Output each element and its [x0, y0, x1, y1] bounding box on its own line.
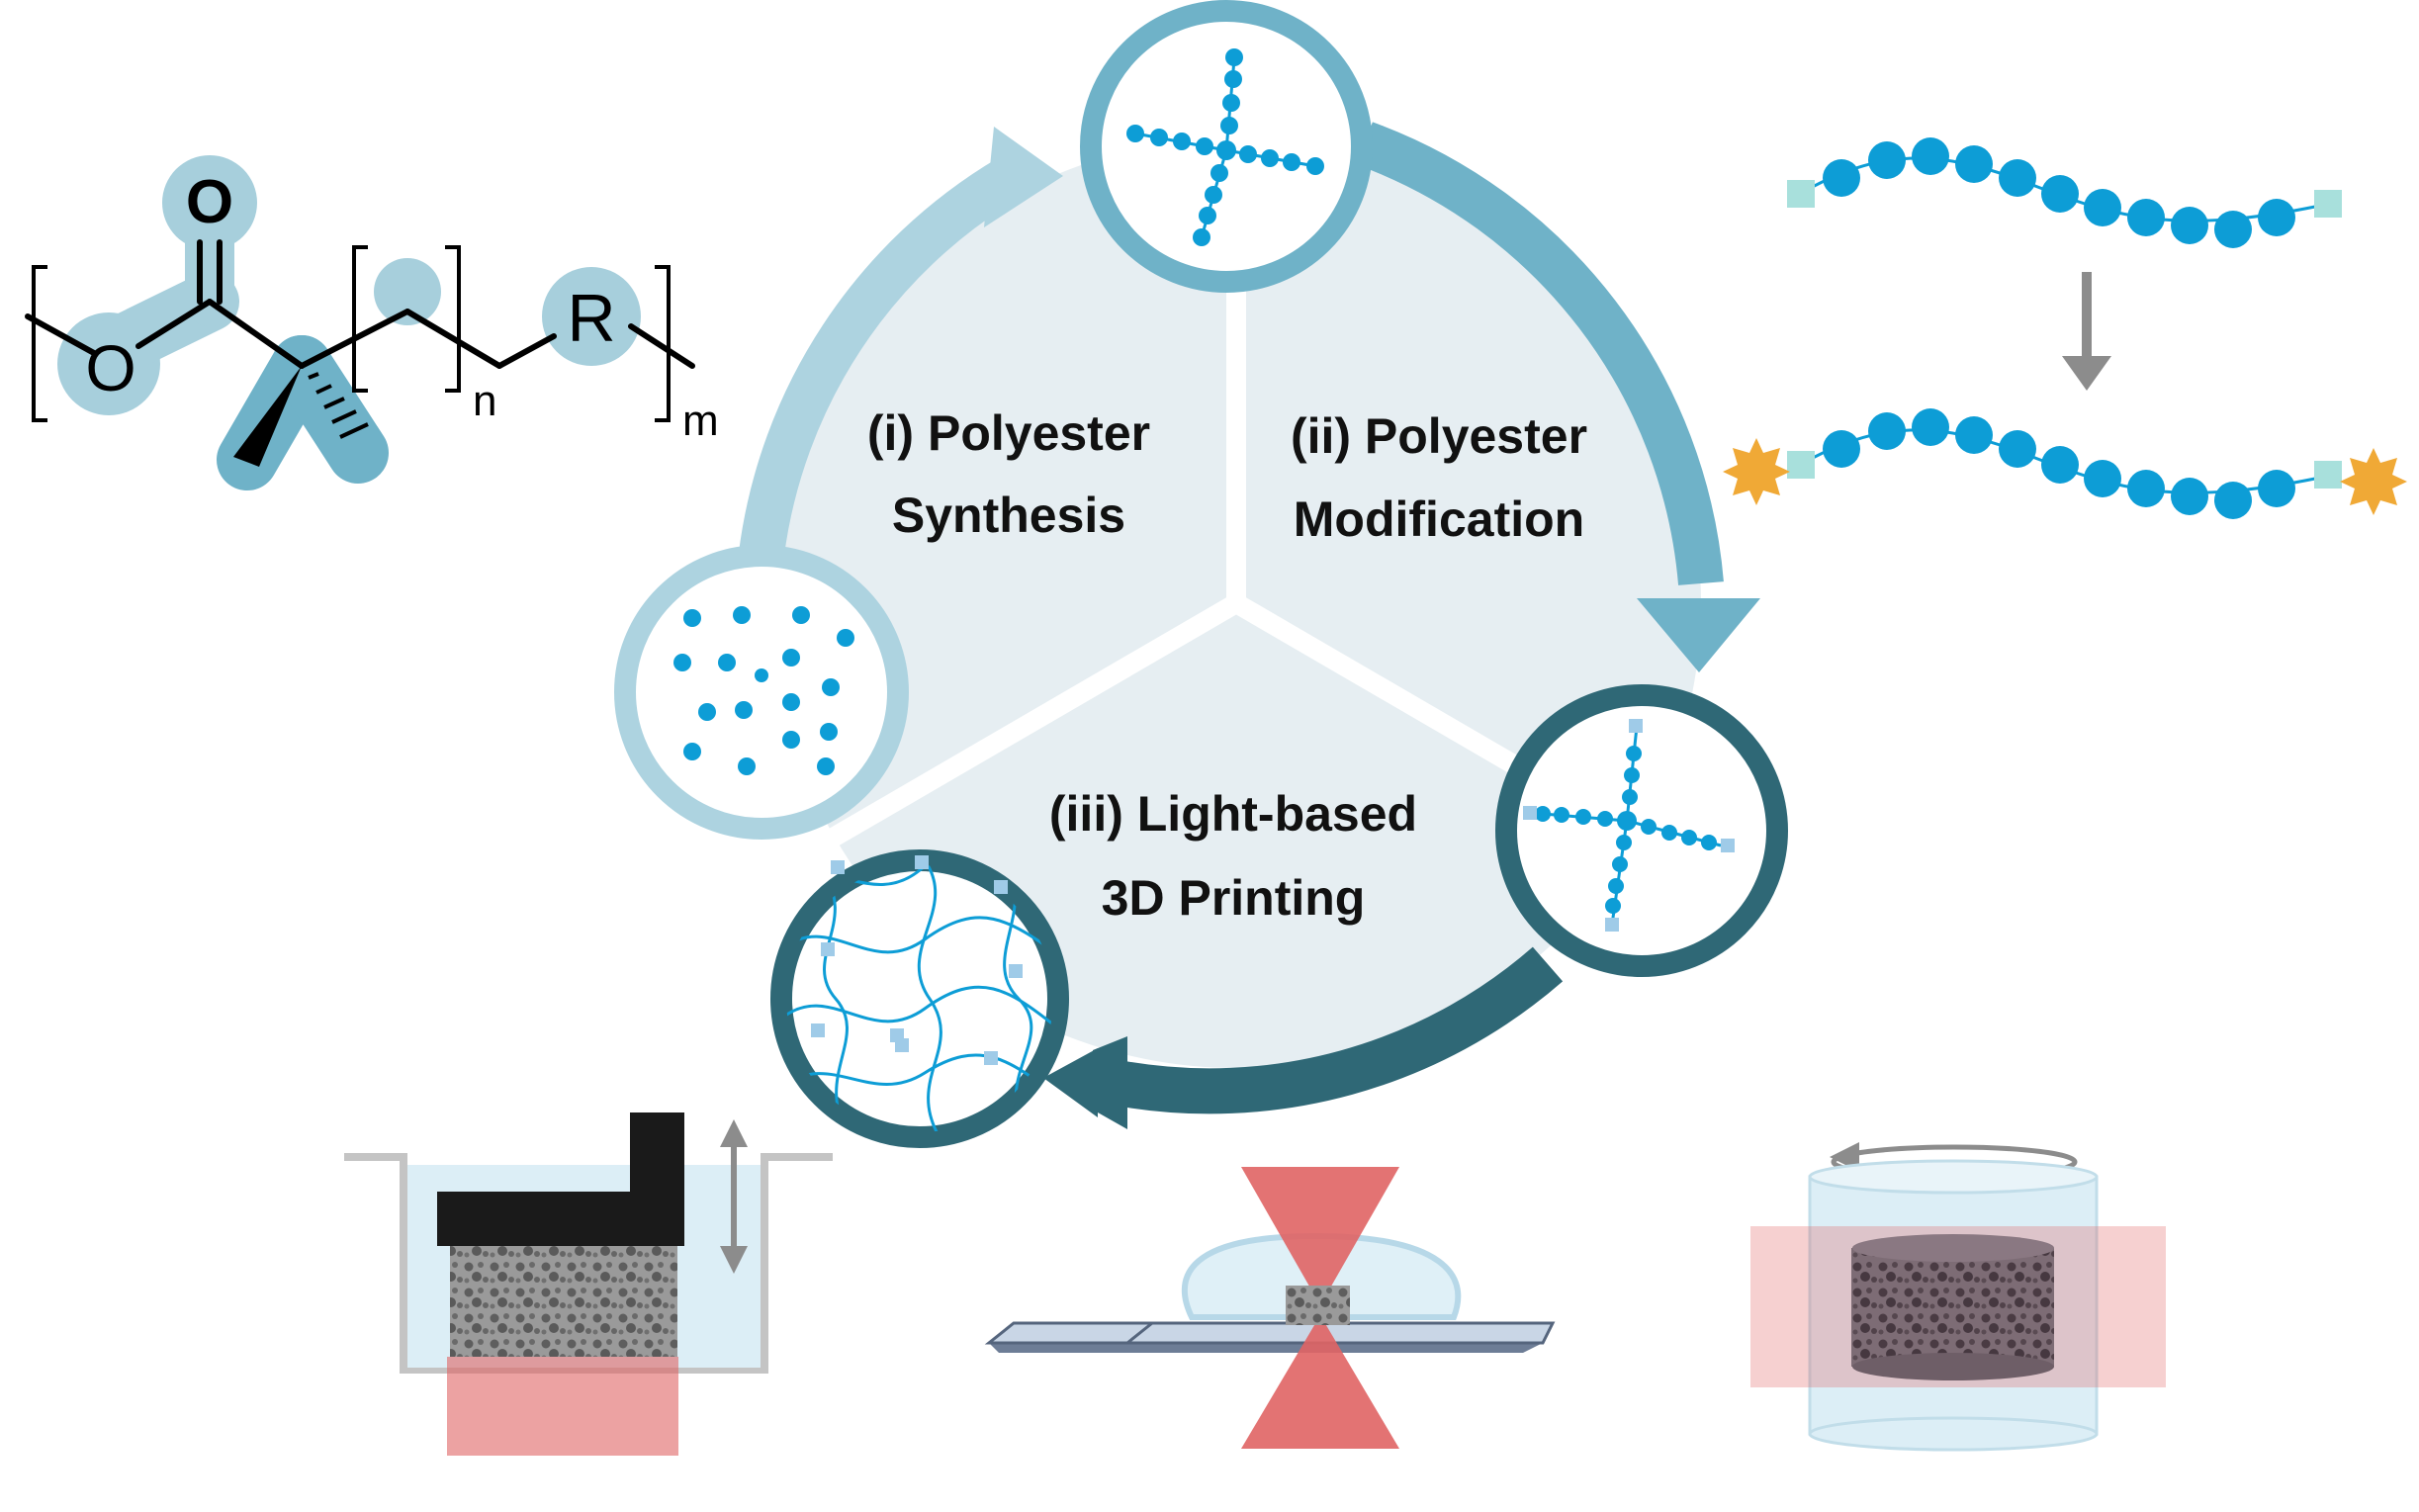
r-group-label: R [567, 281, 615, 356]
monomer-circle [614, 545, 909, 840]
subscript-n-label: n [473, 377, 496, 425]
end-functionalised-polymer-chain [1723, 408, 2407, 519]
step1-label-line2: Synthesis [892, 488, 1125, 543]
polyester-chemical-structure: O O R n m [25, 155, 719, 490]
two-photon-printing-setup [984, 1167, 1556, 1449]
vertical-motion-arrow [720, 1119, 748, 1274]
volumetric-printing-setup [1750, 1142, 2166, 1452]
star-polymer-circle [1080, 0, 1373, 293]
modified-star-polymer-circle [1495, 684, 1788, 977]
arrow-arc-step1 [739, 158, 1021, 557]
linear-polymer-chain [1787, 137, 2342, 248]
cycle-diagram: (i) Polyester Synthesis (ii) Polyester M… [614, 0, 1788, 1148]
step3-label-line2: 3D Printing [1102, 870, 1366, 926]
ester-oxygen-label: O [85, 331, 135, 404]
vat-photopolymerization-printer [344, 1112, 833, 1456]
subscript-m-label: m [682, 397, 719, 445]
arrow-tip-step3 [1043, 1048, 1098, 1117]
step2-label-line2: Modification [1294, 491, 1584, 547]
step2-label-line1: (ii) Polyester [1291, 408, 1587, 464]
end-group-modification-scheme [1723, 137, 2407, 519]
star-end-group-right [2340, 448, 2407, 515]
arrow-head-step1 [984, 127, 1063, 227]
step1-label-line1: (i) Polyester [867, 405, 1150, 461]
arrow-arc-step3 [1113, 946, 1564, 1114]
arrow-arc-step2 [1357, 122, 1724, 585]
arrow-head-step2 [1637, 598, 1760, 672]
carbonyl-oxygen-label: O [186, 168, 233, 236]
star-end-group-left [1723, 438, 1790, 505]
arrow-head-step3 [1093, 1036, 1127, 1129]
step3-label-line1: (iii) Light-based [1049, 786, 1417, 842]
crosslinked-network-circle [770, 849, 1069, 1148]
